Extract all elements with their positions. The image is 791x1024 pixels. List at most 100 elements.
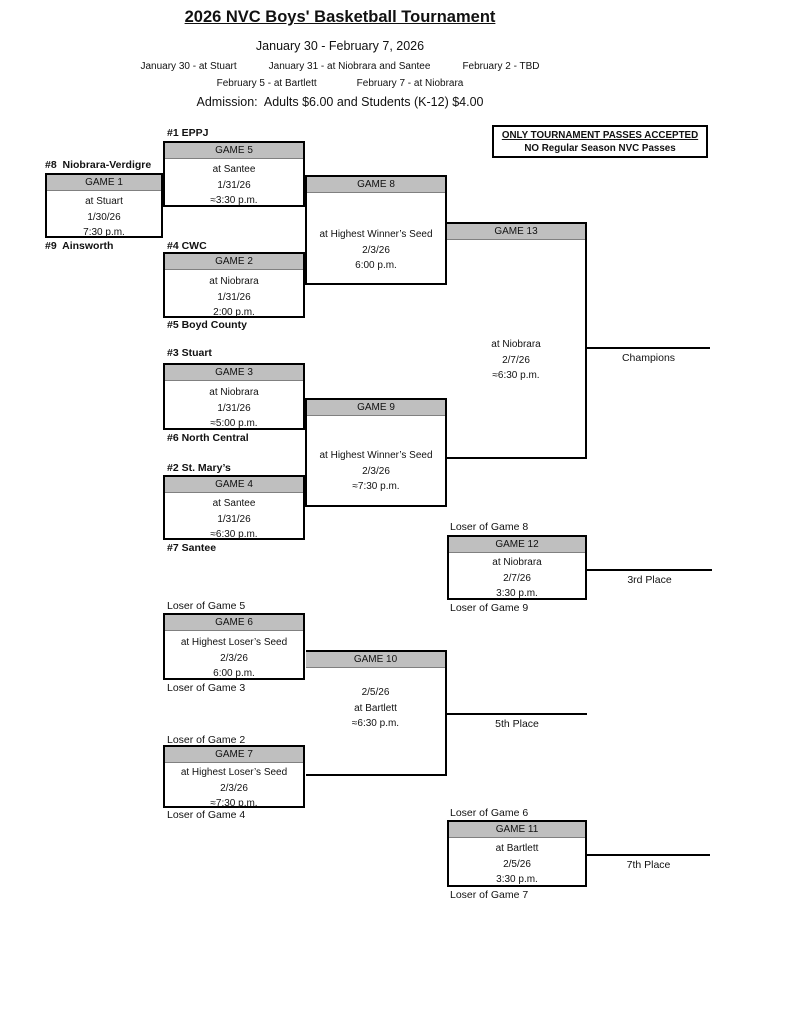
team-label-1-eppj: #1 EPPJ (167, 127, 209, 139)
game-1-location: at Stuart (85, 196, 123, 207)
passes-notice-line-2: NO Regular Season NVC Passes (524, 143, 676, 154)
game-8-date: 2/3/26 (362, 244, 390, 256)
game-9-date: 2/3/26 (362, 465, 390, 477)
game-6-box: GAME 6 at Highest Loser’s Seed 2/3/26 6:… (163, 613, 305, 680)
game-6-header: GAME 6 (165, 615, 303, 631)
game-5-header: GAME 5 (165, 143, 303, 159)
game-2-location: at Niobrara (209, 276, 259, 287)
admission-info: Admission: Adults $6.00 and Students (K-… (196, 95, 484, 109)
feeder-loser-of-game-6: Loser of Game 6 (450, 807, 529, 819)
feeder-loser-of-game-9: Loser of Game 9 (450, 602, 529, 614)
game-4-time: ≈6:30 p.m. (210, 529, 258, 540)
game-3-location: at Niobrara (209, 387, 259, 398)
team-label-3-stuart: #3 Stuart (167, 347, 212, 359)
game-12-date: 2/7/26 (503, 572, 531, 584)
game-11-header: GAME 11 (449, 822, 585, 838)
game-12-time: 3:30 p.m. (496, 588, 538, 599)
tournament-title: 2026 NVC Boys' Basketball Tournament (184, 8, 496, 26)
game-1-box: GAME 1 at Stuart 1/30/26 7:30 p.m. (45, 173, 163, 238)
team-label-7-santee: #7 Santee (167, 542, 217, 554)
game-12-box: GAME 12 at Niobrara 2/7/26 3:30 p.m. (447, 535, 587, 600)
feeder-loser-of-game-7: Loser of Game 7 (450, 889, 529, 901)
game-11-date: 2/5/26 (503, 858, 531, 870)
game-11-time: 3:30 p.m. (496, 874, 538, 885)
game-9-header: GAME 9 (307, 400, 445, 416)
game-2-box: GAME 2 at Niobrara 1/31/26 2:00 p.m. (163, 252, 305, 318)
schedule-feb5: February 5 - at Bartlett (216, 78, 317, 89)
game-10-box: GAME 10 2/5/26 at Bartlett ≈6:30 p.m. (306, 650, 447, 776)
schedule-feb2: February 2 - TBD (462, 61, 540, 72)
passes-notice-box: ONLY TOURNAMENT PASSES ACCEPTED NO Regul… (492, 125, 708, 158)
schedule-line-1: January 30 - at Stuart January 31 - at Ni… (0, 61, 680, 72)
game-2-date: 1/31/26 (217, 291, 251, 303)
seventh-place-label: 7th Place (626, 859, 671, 871)
game-8-location: at Highest Winner’s Seed (319, 229, 433, 240)
fifth-place-line: 5th Place (447, 713, 587, 730)
game-9-time: ≈7:30 p.m. (352, 481, 400, 492)
champions-line: Champions (587, 347, 710, 364)
game-13-date: 2/7/26 (502, 354, 530, 366)
game-10-location: at Bartlett (354, 702, 397, 714)
seventh-place-line: 7th Place (587, 854, 710, 871)
team-label-9-ainsworth: #9 Ainsworth (45, 240, 114, 252)
third-place-label: 3rd Place (627, 574, 672, 586)
passes-notice-line-1: ONLY TOURNAMENT PASSES ACCEPTED (501, 130, 699, 141)
game-4-header: GAME 4 (165, 477, 303, 493)
game-1-time: 7:30 p.m. (83, 227, 125, 238)
game-6-date: 2/3/26 (220, 652, 248, 664)
game-5-date: 1/31/26 (217, 179, 251, 191)
game-12-header: GAME 12 (449, 537, 585, 553)
game-5-time: ≈3:30 p.m. (210, 195, 258, 206)
schedule-jan31: January 31 - at Niobrara and Santee (268, 61, 431, 72)
game-3-date: 1/31/26 (217, 402, 251, 414)
game-13-time: ≈6:30 p.m. (492, 370, 540, 381)
game-9-box: GAME 9 at Highest Winner’s Seed 2/3/26 ≈… (305, 398, 447, 507)
game-5-location: at Santee (212, 164, 256, 175)
game-8-header: GAME 8 (307, 177, 445, 193)
tournament-date-range: January 30 - February 7, 2026 (255, 39, 425, 53)
team-label-2-st-marys: #2 St. Mary’s (167, 462, 231, 474)
game-8-box: GAME 8 at Highest Winner’s Seed 2/3/26 6… (305, 175, 447, 285)
schedule-feb7: February 7 - at Niobrara (356, 78, 464, 89)
team-label-8-niobrara-verdigre: #8 Niobrara-Verdigre (45, 159, 152, 171)
game-4-date: 1/31/26 (217, 513, 251, 525)
fifth-place-label: 5th Place (495, 718, 539, 730)
game-13-header: GAME 13 (447, 224, 585, 240)
game-7-header: GAME 7 (165, 747, 303, 763)
game-13-box: GAME 13 at Niobrara 2/7/26 ≈6:30 p.m. (447, 222, 587, 459)
game-4-location: at Santee (212, 498, 256, 509)
game-12-location: at Niobrara (492, 557, 542, 568)
game-6-location: at Highest Loser’s Seed (180, 637, 288, 648)
game-10-date: 2/5/26 (361, 687, 390, 698)
game-7-location: at Highest Loser’s Seed (180, 767, 288, 778)
game-4-box: GAME 4 at Santee 1/31/26 ≈6:30 p.m. (163, 475, 305, 540)
game-11-location: at Bartlett (495, 843, 539, 854)
schedule-jan30: January 30 - at Stuart (140, 61, 237, 72)
game-1-header: GAME 1 (47, 175, 161, 191)
game-2-time: 2:00 p.m. (213, 307, 255, 318)
feeder-loser-of-game-2: Loser of Game 2 (167, 734, 246, 746)
game-3-box: GAME 3 at Niobrara 1/31/26 ≈5:00 p.m. (163, 363, 305, 430)
game-6-time: 6:00 p.m. (213, 668, 255, 679)
game-3-header: GAME 3 (165, 365, 303, 381)
game-13-location: at Niobrara (491, 339, 541, 350)
schedule-line-2: February 5 - at Bartlett February 7 - at … (0, 78, 680, 89)
feeder-loser-of-game-8: Loser of Game 8 (450, 521, 529, 533)
game-7-date: 2/3/26 (220, 782, 248, 794)
game-10-header: GAME 10 (306, 652, 445, 668)
game-7-box: GAME 7 at Highest Loser’s Seed 2/3/26 ≈7… (163, 745, 305, 809)
game-5-box: GAME 5 at Santee 1/31/26 ≈3:30 p.m. (163, 141, 305, 207)
team-label-4-cwc: #4 CWC (167, 240, 207, 252)
game-3-time: ≈5:00 p.m. (210, 418, 258, 429)
champions-label: Champions (621, 352, 676, 364)
feeder-loser-of-game-3: Loser of Game 3 (167, 682, 246, 694)
team-label-6-north-central: #6 North Central (167, 432, 249, 444)
game-1-date: 1/30/26 (87, 211, 121, 223)
feeder-loser-of-game-5: Loser of Game 5 (167, 600, 246, 612)
feeder-loser-of-game-4: Loser of Game 4 (167, 809, 246, 821)
game-7-time: ≈7:30 p.m. (210, 798, 258, 809)
third-place-line: 3rd Place (587, 569, 712, 586)
game-8-time: 6:00 p.m. (355, 260, 397, 271)
game-10-time: ≈6:30 p.m. (351, 718, 400, 729)
